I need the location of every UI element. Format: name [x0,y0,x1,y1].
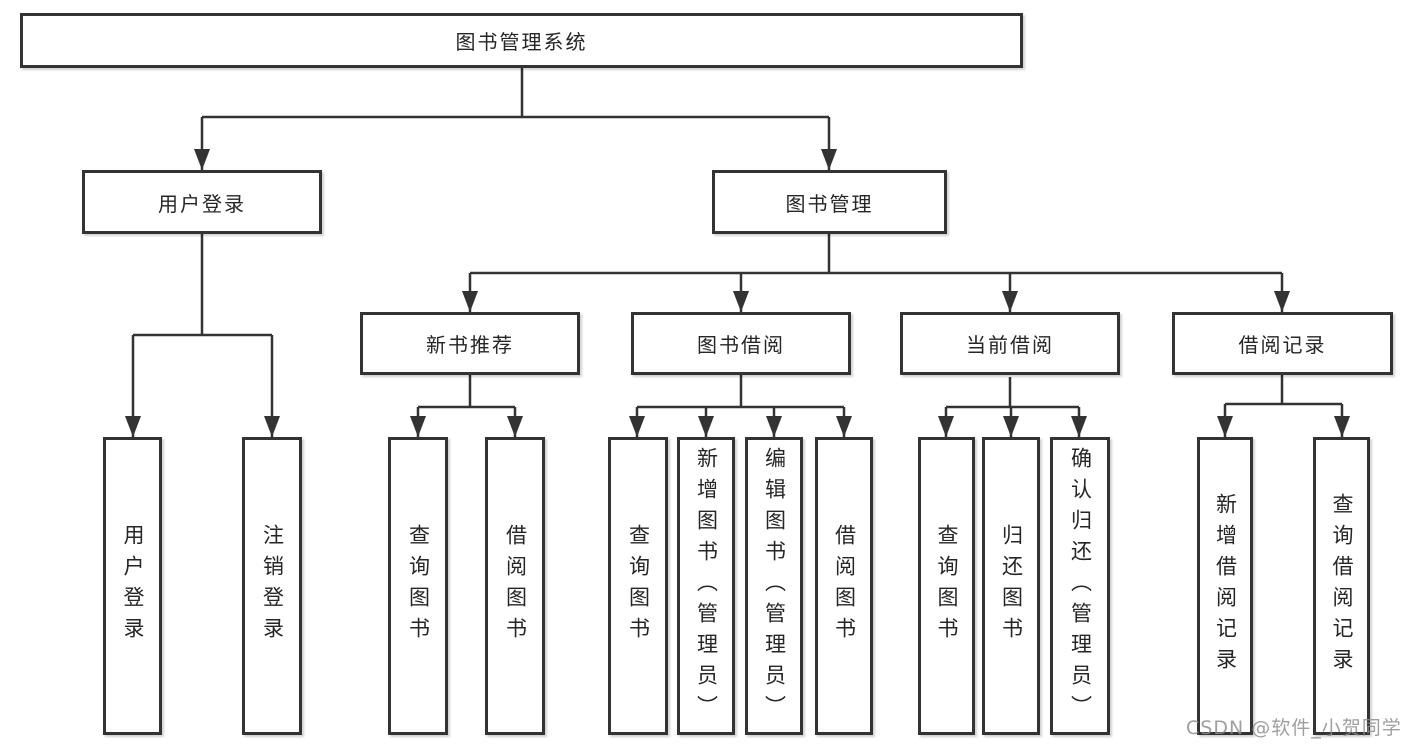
node-book-borrow: 图书借阅 [631,312,851,375]
leaf-recommend-borrow-books-label: 借阅图书 [503,524,528,648]
leaf-current-return-books: 归还图书 [982,437,1040,735]
leaf-current-query-books: 查询图书 [918,437,975,735]
leaf-recommend-query-books-label: 查询图书 [406,524,431,648]
leaf-user-login: 用户登录 [103,437,162,735]
leaf-current-confirm-return-admin-label: 确认归还（管理员） [1068,446,1093,726]
leaf-logout: 注销登录 [242,437,302,735]
leaf-borrow-edit-books-admin-label: 编辑图书（管理员） [762,446,787,726]
leaf-borrow-query-books: 查询图书 [608,437,668,735]
leaf-borrow-add-books-admin-label: 新增图书（管理员） [694,446,719,726]
node-root-label: 图书管理系统 [455,30,588,54]
leaf-records-add-record: 新增借阅记录 [1197,437,1253,735]
leaf-records-query-record: 查询借阅记录 [1313,437,1370,735]
leaf-current-confirm-return-admin: 确认归还（管理员） [1050,437,1110,735]
leaf-borrow-query-books-label: 查询图书 [626,524,651,648]
node-borrow-records: 借阅记录 [1172,312,1393,375]
node-new-book-recommend-label: 新书推荐 [426,333,514,357]
leaf-recommend-borrow-books: 借阅图书 [485,437,545,735]
node-user-login: 用户登录 [82,170,322,234]
leaf-borrow-edit-books-admin: 编辑图书（管理员） [745,437,803,735]
watermark: CSDN @软件_小贺同学 [1186,717,1402,739]
leaf-borrow-add-books-admin: 新增图书（管理员） [677,437,735,735]
node-current-borrow: 当前借阅 [900,312,1120,375]
leaf-logout-label: 注销登录 [260,524,285,648]
node-current-borrow-label: 当前借阅 [966,333,1054,357]
node-new-book-recommend: 新书推荐 [360,312,580,375]
leaf-borrow-borrow-books: 借阅图书 [815,437,873,735]
node-book-management: 图书管理 [712,170,947,234]
leaf-user-login-label: 用户登录 [121,524,145,648]
leaf-records-query-record-label: 查询借阅记录 [1330,493,1354,679]
leaf-current-return-books-label: 归还图书 [999,524,1024,648]
leaf-current-query-books-label: 查询图书 [935,524,959,648]
leaf-records-add-record-label: 新增借阅记录 [1213,493,1238,679]
node-borrow-records-label: 借阅记录 [1238,333,1327,357]
leaf-recommend-query-books: 查询图书 [388,437,448,735]
leaf-borrow-borrow-books-label: 借阅图书 [832,524,857,648]
node-book-borrow-label: 图书借阅 [697,333,785,357]
node-root: 图书管理系统 [20,13,1023,68]
node-book-management-label: 图书管理 [785,191,874,216]
arrowheads [125,149,1350,437]
node-user-login-label: 用户登录 [158,191,246,216]
